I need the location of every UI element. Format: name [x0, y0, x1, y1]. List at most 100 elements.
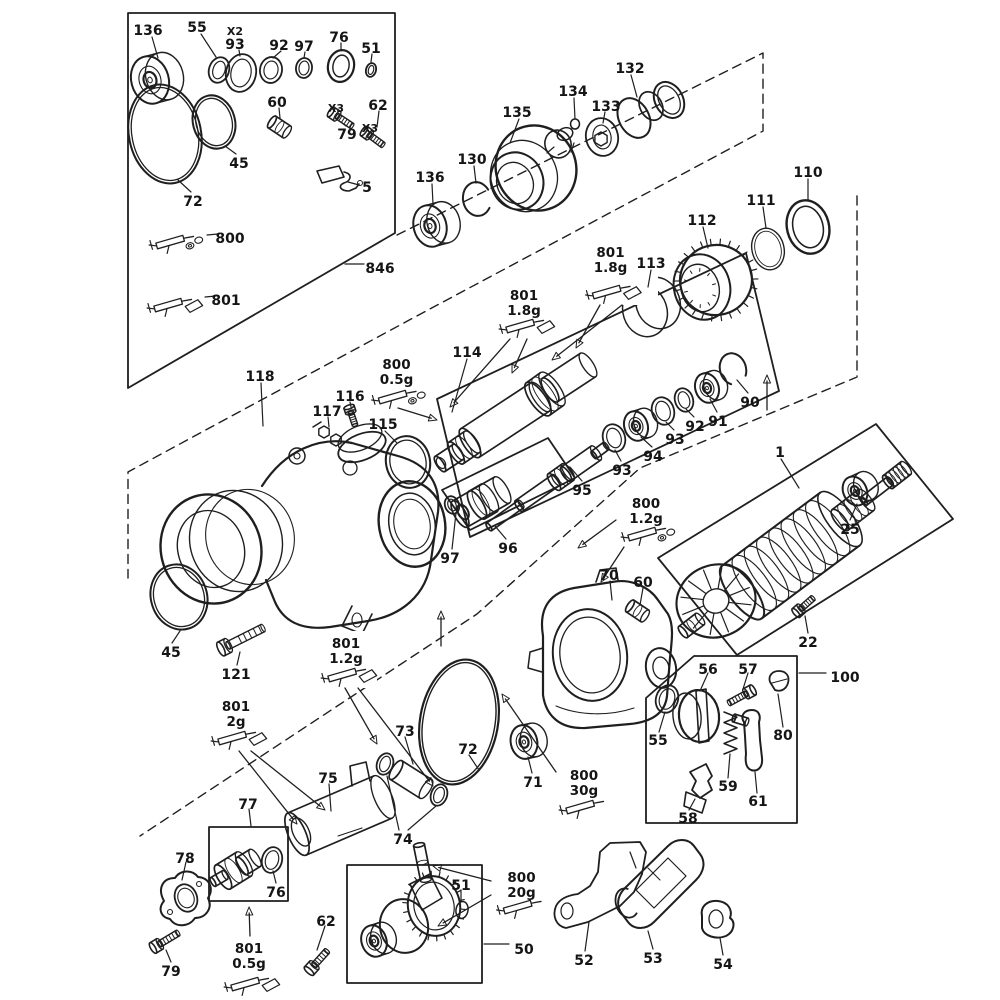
grease-note-800-1.2g	[638, 536, 642, 546]
bearing-25	[841, 475, 869, 507]
lever-61	[741, 709, 764, 772]
o-ring-93	[606, 427, 622, 449]
part-label-121: 121	[221, 667, 250, 683]
grease-amount-label: 1.8g	[507, 303, 541, 319]
o-ring-55	[212, 60, 226, 80]
grease-note-800-0.5g	[410, 399, 415, 403]
o-ring-74	[429, 783, 449, 807]
crank-housing-70	[527, 647, 544, 673]
o-ring-45	[149, 563, 209, 631]
piston-114	[435, 456, 447, 470]
screw-116	[343, 403, 355, 411]
spindle-77	[209, 876, 217, 888]
assembly-direction-arrow	[763, 374, 771, 384]
cylinder-75	[287, 775, 375, 814]
screw-79	[348, 122, 353, 129]
screw-22	[803, 601, 809, 608]
grease-code-label: 801	[510, 288, 538, 304]
part-label-72: 72	[458, 742, 477, 758]
screw-116	[347, 412, 354, 427]
field-lead-5	[316, 165, 345, 184]
clutch-housing-135	[495, 161, 535, 205]
grease-gun-icon	[320, 667, 378, 687]
leader-line	[349, 401, 352, 408]
grease-note-800-1.2g	[666, 528, 676, 536]
grease-application-arrow	[245, 906, 254, 916]
leader-line	[206, 233, 219, 236]
armature-1	[830, 508, 850, 532]
screw-62	[379, 141, 384, 147]
striker-pin-95	[553, 468, 569, 486]
lever-61	[731, 720, 747, 727]
leader-line	[370, 53, 373, 63]
armature-1	[675, 563, 757, 639]
armature-1	[709, 612, 715, 636]
leader-line	[699, 672, 709, 692]
screw-116	[345, 409, 357, 416]
spindle-77	[213, 863, 233, 891]
mode-change-box-100	[645, 655, 798, 824]
screw-79	[326, 106, 336, 118]
part-label-115: 115	[368, 417, 397, 433]
grease-amount-label: 0.5g	[380, 372, 414, 388]
grease-application-arrow	[551, 351, 561, 361]
screw-62	[377, 139, 382, 146]
part-label-132: 132	[615, 61, 644, 77]
part-label-91: 91	[708, 414, 727, 430]
armature-1	[805, 500, 851, 557]
part-label-52: 52	[574, 953, 593, 969]
screw-57	[737, 694, 742, 701]
part-label-90: 90	[740, 395, 760, 411]
striker-pin-95	[485, 522, 493, 532]
part-label-76: 76	[329, 30, 348, 46]
grease-note-801-1.2g	[321, 673, 326, 683]
grease-note-800-30g	[558, 809, 568, 812]
leader-line	[386, 775, 400, 831]
screw-57	[740, 692, 745, 699]
screw-22	[807, 598, 813, 604]
screw-62	[303, 965, 315, 977]
leader-line	[742, 672, 749, 690]
piston-114	[523, 381, 553, 417]
part-label-800: 800	[215, 231, 244, 247]
part-label-62: 62	[316, 914, 335, 930]
clutch-gear-112	[684, 290, 688, 293]
bearing-25	[847, 482, 863, 500]
ram-96	[466, 489, 488, 521]
armature-1	[768, 527, 814, 584]
piston-114	[444, 458, 464, 473]
grease-application-arrow	[369, 734, 378, 745]
o-ring-92	[677, 391, 691, 409]
clutch-gear-112	[712, 294, 717, 297]
part-label-97: 97	[440, 551, 459, 567]
leader-line	[630, 74, 638, 98]
armature-1	[743, 545, 790, 602]
screw-62	[311, 948, 326, 964]
grease-note-800-1.2g	[627, 526, 658, 542]
grease-note-800-30g	[592, 800, 605, 804]
screw-62	[318, 954, 325, 960]
clutch-gear-112	[672, 253, 732, 321]
grease-note-800-20g	[496, 905, 501, 915]
leader-line	[204, 295, 217, 298]
leader-line	[376, 110, 380, 128]
gear-housing-118	[387, 492, 437, 556]
crank-housing-70	[652, 656, 670, 680]
grease-gun-icon	[223, 976, 281, 996]
clutch-gear-112	[707, 302, 711, 306]
o-ring-115	[384, 435, 432, 489]
part-label-100: 100	[830, 670, 859, 686]
armature-1	[686, 619, 697, 632]
bearing-136	[419, 213, 441, 239]
grease-application-arrow	[288, 815, 298, 825]
screw-62	[372, 136, 378, 142]
grease-amount-label: 30g	[570, 783, 598, 799]
cylinder-75	[284, 811, 310, 857]
part-label-136: 136	[133, 23, 162, 39]
washer-133	[592, 124, 612, 150]
bumper-60	[281, 125, 293, 139]
screw-79	[157, 929, 178, 942]
screw-62	[323, 948, 331, 954]
cylinder-75	[305, 817, 393, 856]
